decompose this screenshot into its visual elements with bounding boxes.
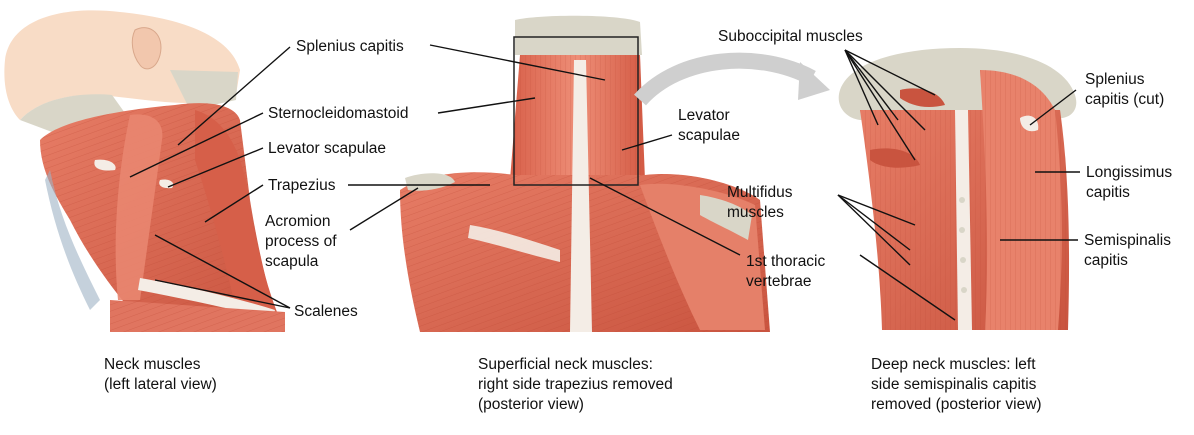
label-first-thoracic-vertebrae: 1st thoracic vertebrae (746, 253, 826, 290)
label-scalenes: Scalenes (294, 303, 358, 320)
leader-suboccipital-1 (844, 49, 879, 126)
label-splenius-capitis: Splenius capitis (296, 38, 404, 55)
leader-scalenes-1 (154, 234, 291, 309)
leader-lines (129, 44, 1080, 321)
leader-multifidus-3 (837, 194, 911, 266)
leader-first-thoracic (589, 177, 741, 256)
caption-superficial-posterior: Superficial neck muscles: right side tra… (478, 356, 673, 413)
leader-sternocleidomastoid-middle (437, 97, 536, 114)
lateral-neck-illustration (4, 10, 285, 332)
leader-multifidus-1 (837, 194, 916, 226)
leader-splenius-capitis (177, 46, 291, 146)
transition-arrow (634, 52, 816, 106)
leader-splenius-cut (1029, 89, 1077, 126)
label-sternocleidomastoid: Sternocleidomastoid (268, 105, 409, 122)
caption-deep-posterior: Deep neck muscles: left side semispinali… (871, 356, 1042, 413)
label-multifidus-muscles: Multifidus muscles (727, 184, 793, 221)
leader-suboccipital-2 (844, 49, 899, 121)
leader-suboccipital-4 (844, 49, 936, 96)
leader-splenius-middle (429, 44, 606, 81)
leader-sternocleidomastoid (129, 112, 264, 178)
leader-levator-scapulae-mid (621, 134, 673, 151)
leader-levator-scapulae-left (167, 147, 264, 188)
leader-multifidus-2 (837, 194, 911, 251)
leader-suboccipital-5 (844, 49, 926, 131)
label-suboccipital-muscles: Suboccipital muscles (718, 28, 863, 45)
leader-trapezius-left (204, 184, 264, 223)
leader-scalenes-2 (154, 279, 291, 309)
label-acromion-process: Acromion process of scapula (265, 213, 337, 270)
arrow-head (798, 62, 830, 100)
posterior-deep-illustration (838, 48, 1077, 330)
label-levator-scapulae-left: Levator scapulae (268, 140, 387, 157)
leader-suboccipital-3 (844, 49, 916, 161)
label-splenius-capitis-cut: Splenius capitis (cut) (1085, 71, 1165, 108)
label-semispinalis-capitis: Semispinalis capitis (1084, 232, 1172, 269)
posterior-superficial-illustration (400, 15, 770, 332)
label-trapezius: Trapezius (268, 177, 336, 194)
caption-lateral-view: Neck muscles (left lateral view) (104, 356, 217, 393)
label-longissimus-capitis: Longissimus capitis (1086, 164, 1173, 201)
leader-acromion (349, 187, 419, 231)
leader-first-thoracic-deep (859, 254, 956, 321)
label-levator-scapulae-middle: Levator scapulae (678, 107, 741, 144)
